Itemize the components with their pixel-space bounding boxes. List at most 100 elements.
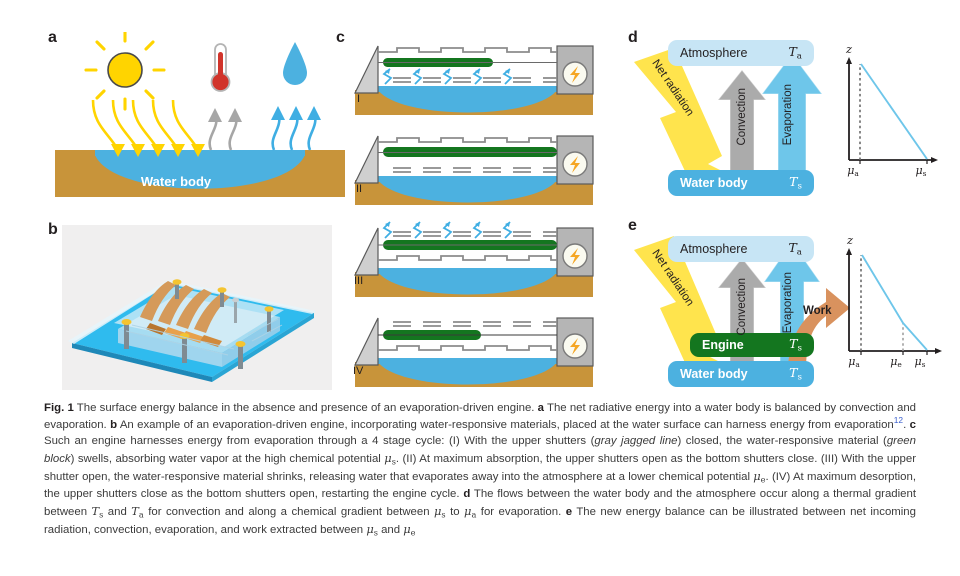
caption-mu-e-1: μe <box>753 469 766 485</box>
caption-c-letter: c <box>909 418 916 431</box>
upper-shutters-closed <box>378 47 557 53</box>
panel-e-y-axis-label: z <box>847 233 854 247</box>
panel-d-y-axis-label: z <box>846 42 853 56</box>
thermometer-icon <box>210 43 231 92</box>
panel-d-convection-label: Convection <box>736 88 748 146</box>
caption-b-letter: b <box>110 418 118 431</box>
panel-c-stage-1-numeral: I <box>357 93 361 105</box>
caption-mu-a-1: μa <box>464 503 477 520</box>
panel-e-tick-mu-e: μe <box>890 355 902 370</box>
caption-b-text: An example of an evaporation-driven engi… <box>119 418 894 431</box>
caption-d-letter: d <box>463 488 471 501</box>
caption-mu-e-2: μe <box>403 522 416 538</box>
atmosphere-label: Atmosphere <box>680 242 748 256</box>
acrylic-edges <box>125 318 283 356</box>
water-body-label: Water body <box>680 367 748 381</box>
panel-c-stage-4 <box>354 317 594 387</box>
panel-d-water-body-box: Water body Ts <box>668 170 814 196</box>
panel-e-work-label: Work <box>803 305 832 317</box>
caption-d-text-4: to <box>445 505 465 518</box>
caption-e-text-1: The new energy balance can be illustrate… <box>44 505 916 537</box>
panel-e-convection-label: Convection <box>736 278 748 336</box>
caption-d-text-5: for evaporation. <box>476 505 562 518</box>
panel-e-engine-box: Engine Ts <box>690 333 814 357</box>
panel-e-atmosphere-box: Atmosphere Ta <box>668 236 814 262</box>
x-axis-arrowhead <box>931 157 938 163</box>
panel-c-stage-1 <box>354 45 594 115</box>
net-radiation-arrows <box>91 99 199 149</box>
panel-e-chart <box>846 248 942 355</box>
stage-wedge <box>354 45 379 94</box>
net-radiation-arrow <box>634 48 724 186</box>
panel-e-water-body-box: Water body Ts <box>668 361 814 387</box>
figure-caption: Fig. 1 The surface energy balance in the… <box>44 400 916 539</box>
panel-c-stage-3 <box>354 221 594 297</box>
atmosphere-temperature: Ta <box>788 44 802 62</box>
panel-a-water-body-label: Water body <box>140 174 212 189</box>
caption-mu-s-2: μs <box>434 503 446 520</box>
water-body-temperature: Ts <box>789 174 802 192</box>
panel-c-stage-3-numeral: III <box>354 275 364 287</box>
net-radiation-arrowheads <box>111 144 205 157</box>
y-axis-arrowhead <box>846 57 852 64</box>
caption-T-s: Ts <box>91 503 104 520</box>
convection-arrow <box>716 69 768 174</box>
atmosphere-label: Atmosphere <box>680 46 748 60</box>
chemical-potential-profile <box>860 63 928 160</box>
lower-shutters-closed <box>378 255 557 261</box>
lower-shutters-open <box>393 77 557 83</box>
device-bolts <box>121 279 274 369</box>
panel-e-tick-mu-a: μa <box>848 355 860 370</box>
panel-e-evaporation-label: Evaporation <box>782 272 794 334</box>
panel-d-atmosphere-box: Atmosphere Ta <box>668 40 814 66</box>
water-body-shape <box>95 155 305 189</box>
water-body-temperature: Ts <box>789 365 802 383</box>
sun-icon <box>84 32 166 111</box>
stage-water <box>378 90 557 113</box>
panel-e-tick-mu-s: μs <box>914 355 926 370</box>
panel-d-arrows <box>634 48 824 186</box>
caption-citation-12[interactable]: 12 <box>893 414 904 425</box>
caption-figure-label: Fig. 1 <box>44 402 74 414</box>
panel-d-tick-mu-a: μa <box>847 164 859 179</box>
atmosphere-temperature: Ta <box>788 240 802 258</box>
caption-d-text-2: and <box>103 505 132 518</box>
caption-c-text-1: Such an engine harnesses energy from eva… <box>44 435 595 448</box>
lower-shutters-closed <box>393 167 557 173</box>
caption-T-a: Ta <box>131 503 144 520</box>
panel-c-stage-2-numeral: II <box>356 183 363 195</box>
caption-d-text-1: The flows between the water body and the… <box>44 488 916 518</box>
y-axis-arrowhead <box>846 248 852 255</box>
lightning-bolt-icon <box>570 248 580 265</box>
caption-b-text-post: . <box>903 418 907 431</box>
lightning-bolt-icon <box>570 338 580 355</box>
panel-d-tick-mu-s: μs <box>915 164 927 179</box>
panel-d-chart <box>846 57 938 164</box>
convection-arrowheads <box>208 108 242 122</box>
caption-c-text-2: ) closed, the water-responsive material … <box>677 435 887 448</box>
caption-e-letter: e <box>565 505 573 518</box>
panel-c-stage-2 <box>354 135 594 205</box>
panel-d-evaporation-label: Evaporation <box>782 84 794 146</box>
water-body-label: Water body <box>680 176 748 190</box>
lightning-bolt-icon <box>570 66 580 83</box>
caption-a-letter: a <box>537 402 544 414</box>
caption-c-text-3: ) swells, absorbing water vapor at the h… <box>70 452 385 465</box>
panel-c-letter: c <box>336 29 345 46</box>
panel-b-letter: b <box>48 221 58 238</box>
upper-shutters-closed <box>378 137 557 143</box>
lightning-bolt-icon <box>570 156 580 173</box>
panel-c-stage-4-numeral: IV <box>353 365 364 377</box>
upper-shutters-open <box>393 231 557 237</box>
caption-a-text: The net radiative energy into a water bo… <box>44 402 916 431</box>
x-axis-arrowhead <box>935 348 942 354</box>
caption-title: The surface energy balance in the absenc… <box>76 402 535 414</box>
evaporation-arrowheads <box>271 106 321 120</box>
caption-mu-s-1: μs <box>384 450 396 467</box>
caption-e-text-2: and <box>377 524 404 537</box>
caption-c-emph-gray-jagged-line: gray jagged line <box>594 435 678 448</box>
caption-c-emph-green-block: green block <box>44 435 916 465</box>
panel-a-letter: a <box>48 29 57 46</box>
caption-mu-s-3: μs <box>366 522 378 538</box>
